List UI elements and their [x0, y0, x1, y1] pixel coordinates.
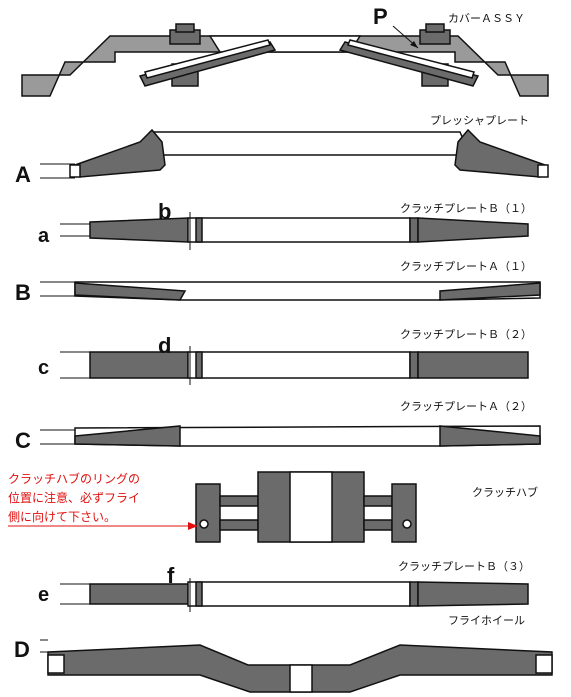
label-clutch-hub: クラッチハブ [472, 485, 538, 499]
label-C: C [15, 428, 31, 453]
label-flywheel: フライホイール [448, 614, 525, 627]
hub-ring-left [199, 519, 209, 529]
label-clutch-plate-b3: クラッチプレートＢ（３） [398, 560, 530, 573]
label-clutch-plate-a1: クラッチプレートＡ（１） [400, 260, 532, 273]
hub-note: クラッチハブのリングの 位置に注意、必ずフライ 側に向けて下さい。 [8, 471, 198, 530]
label-clutch-plate-a2: クラッチプレートＡ（２） [400, 400, 532, 413]
label-P: P [373, 4, 388, 29]
label-cover-assy: カバーＡＳＳＹ [448, 12, 525, 25]
label-b: b [158, 199, 171, 224]
clutch-plate-b1 [60, 212, 529, 250]
label-B: B [15, 280, 31, 305]
label-D: D [14, 637, 30, 662]
label-f: f [167, 563, 175, 588]
note-arrow-icon [188, 522, 198, 530]
label-pressure-plate: プレッシャプレート [430, 114, 529, 127]
clutch-hub [195, 471, 417, 543]
note-line-3: 側に向けて下さい。 [8, 509, 116, 524]
label-d: d [158, 333, 171, 358]
note-line-1: クラッチハブのリングの [8, 471, 140, 486]
clutch-plate-b3 [60, 578, 529, 612]
label-clutch-plate-b1: クラッチプレートＢ（１） [400, 202, 532, 215]
hub-ring-right [402, 519, 412, 529]
label-a: a [38, 225, 50, 247]
cover-assy [21, 23, 549, 97]
clutch-plate-a1 [40, 281, 541, 301]
clutch-plate-b2 [60, 346, 529, 385]
label-A: A [15, 162, 31, 187]
note-line-2: 位置に注意、必ずフライ [8, 490, 140, 505]
label-c: c [38, 357, 49, 379]
pressure-plate [40, 128, 549, 179]
label-e: e [38, 584, 49, 606]
flywheel [40, 639, 553, 693]
clutch-plate-a2 [40, 425, 541, 447]
label-clutch-plate-b2: クラッチプレートＢ（２） [400, 328, 532, 341]
